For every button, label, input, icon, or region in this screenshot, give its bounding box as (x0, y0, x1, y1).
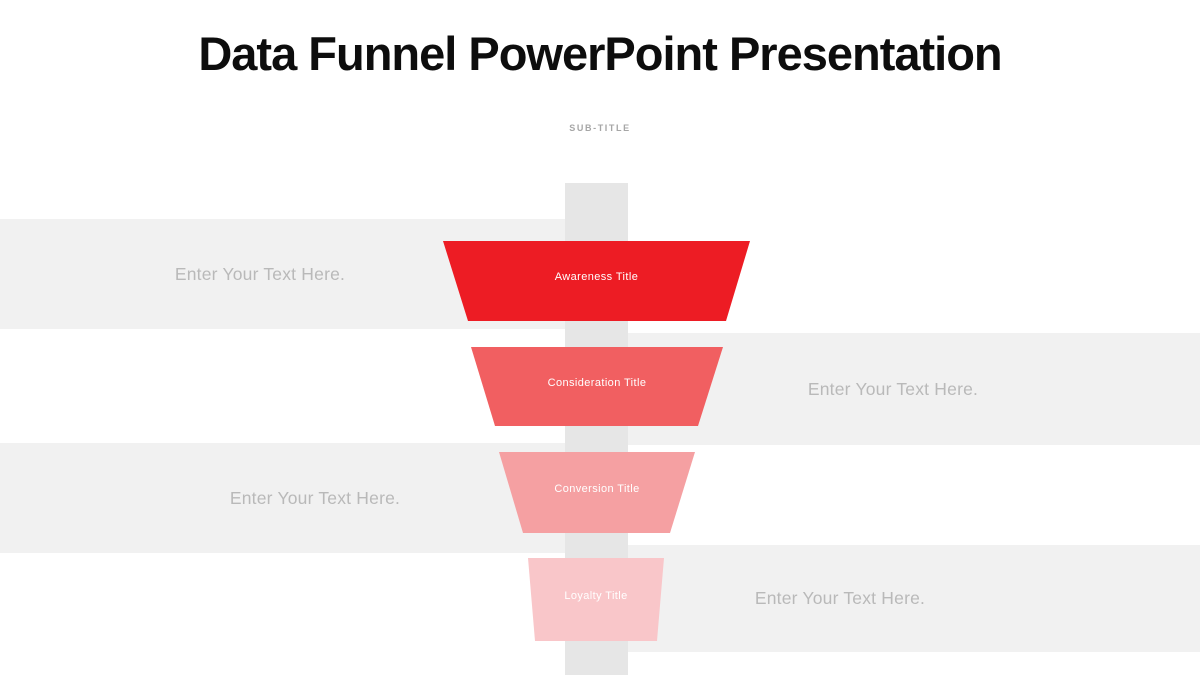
slide-subtitle-placeholder[interactable]: SUB-TITLE (569, 123, 631, 133)
funnel-stage-awareness-label: Awareness Title (554, 271, 639, 283)
text-placeholder-3[interactable]: Enter Your Text Here. (229, 487, 401, 508)
funnel-stage-conversion[interactable]: Conversion Title (499, 452, 695, 533)
funnel-stage-consideration-label: Consideration Title (547, 376, 647, 389)
funnel-stage-loyalty-label: Loyalty Title (564, 589, 628, 602)
text-placeholder-1[interactable]: Enter Your Text Here. (174, 263, 346, 284)
text-placeholder-2[interactable]: Enter Your Text Here. (807, 378, 979, 399)
text-placeholder-4[interactable]: Enter Your Text Here. (754, 588, 926, 608)
funnel-stage-conversion-label: Conversion Title (554, 482, 640, 495)
funnel-stage-loyalty[interactable]: Loyalty Title (528, 558, 664, 641)
funnel-stage-consideration[interactable]: Consideration Title (471, 347, 723, 426)
text-row-bar-4 (578, 545, 1200, 652)
slide-title: Data Funnel PowerPoint Presentation (198, 27, 1002, 80)
funnel-stage-awareness[interactable]: Awareness Title (443, 241, 750, 321)
